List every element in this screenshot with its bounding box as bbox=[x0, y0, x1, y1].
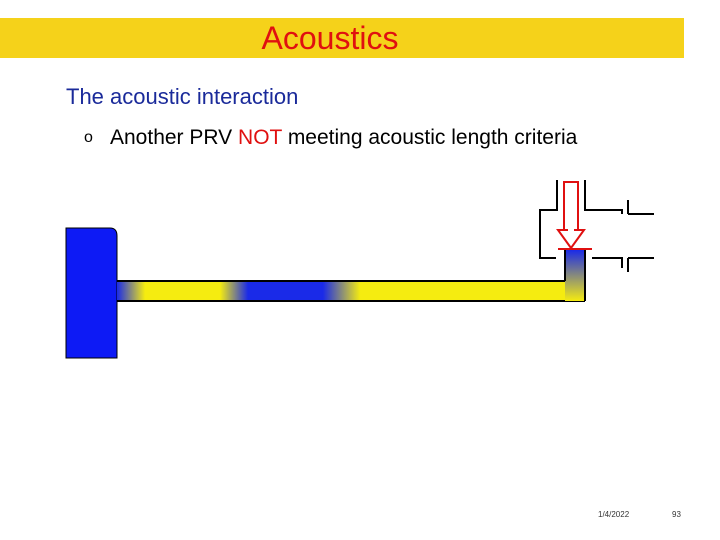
pipe-icon bbox=[117, 281, 585, 301]
vessel-icon bbox=[65, 227, 118, 359]
footer-date: 1/4/2022 bbox=[598, 510, 630, 519]
riser-pipe-icon bbox=[565, 250, 585, 301]
relief-valve-arrow-icon bbox=[556, 181, 586, 250]
bullet-text-after: meeting acoustic length criteria bbox=[281, 126, 578, 149]
outlet-flange-icon bbox=[627, 200, 654, 272]
bullet-text-before: Another PRV bbox=[110, 126, 239, 149]
page-number: 93 bbox=[672, 510, 681, 519]
prv-pipe-diagram bbox=[65, 180, 654, 359]
bullet-marker: o bbox=[84, 129, 93, 146]
title-bar bbox=[0, 18, 684, 58]
bullet-item: o Another PRV NOT meeting acoustic length… bbox=[84, 126, 577, 150]
bullet-highlight: NOT bbox=[238, 126, 282, 149]
slide-title: Acoustics bbox=[261, 20, 399, 56]
slide-heading: The acoustic interaction bbox=[66, 84, 299, 109]
